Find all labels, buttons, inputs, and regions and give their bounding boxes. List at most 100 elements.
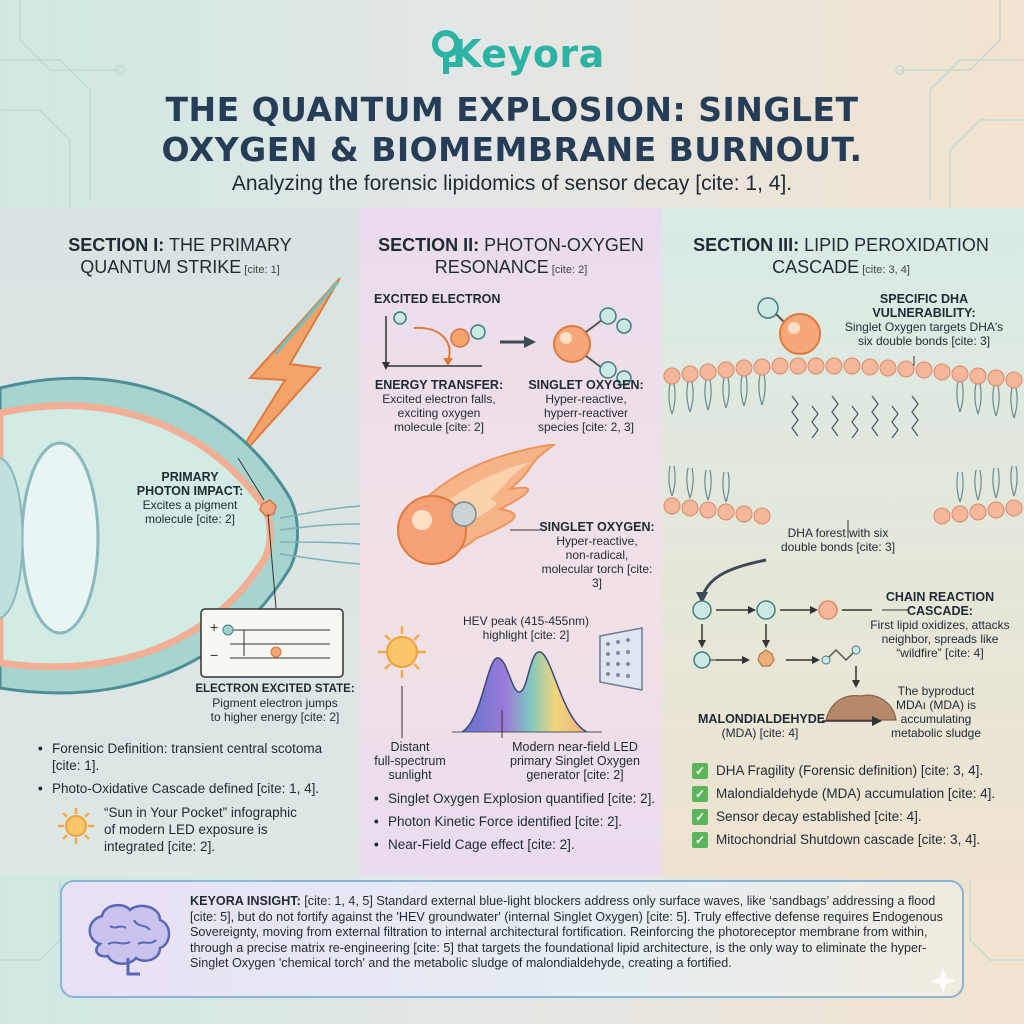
chain-reaction-diagram [692, 558, 908, 721]
mda-head: MALONDIALDEHYDE [698, 712, 826, 726]
lightning-bolt-icon [229, 277, 341, 469]
hev-spectrum-diagram [378, 626, 643, 738]
fireball-torch-icon [397, 444, 556, 565]
photon-impact-body-2: molecule [cite: 2] [144, 512, 236, 526]
check-text: Mitochondrial Shutdown cascade [cite: 3,… [716, 832, 981, 847]
list-item: ✓Mitochondrial Shutdown cascade [cite: 3… [692, 831, 1022, 848]
led-line-1: Modern near-field LED [512, 740, 638, 754]
checkmark-icon: ✓ [692, 808, 708, 825]
chain-body-1: First lipid oxidizes, attacks [870, 618, 1010, 632]
energy-transfer-head: ENERGY TRANSFER: [374, 378, 504, 392]
mda-sludge-icon [825, 694, 897, 721]
chain-reaction-label: CHAIN REACTION CASCADE: First lipid oxid… [860, 590, 1020, 660]
byproduct-line-4: metabolic sludge [890, 726, 982, 740]
dha-body-2: six double bonds [cite: 3] [857, 334, 991, 348]
section-3-cite: [cite: 3, 4] [859, 264, 910, 276]
mda-body: (MDA) [cite: 4] [721, 726, 799, 740]
distant-line-2: full-spectrum [374, 754, 446, 768]
section-3-title-a: LIPID PEROXIDATION [799, 235, 989, 255]
check-text: DHA Fragility (Forensic definition) [cit… [716, 763, 984, 778]
pigment-molecule [259, 499, 277, 517]
dha-vulnerability-label: SPECIFIC DHA VULNERABILITY: Singlet Oxyg… [830, 292, 1018, 348]
section-2-heading: SECTION II: PHOTON-OXYGEN RESONANCE [cit… [366, 234, 656, 281]
section-2-bullets: Singlet Oxygen Explosion quantified [cit… [372, 790, 658, 859]
section-2-title-b: RESONANCE [434, 257, 549, 277]
list-item: Near-Field Cage effect [cite: 2]. [372, 836, 658, 853]
dha-head-2: VULNERABILITY: [872, 306, 976, 320]
singlet-oxygen-body-1b: hyperr-reactiver [543, 406, 629, 420]
section-2-label: SECTION II: [378, 235, 480, 255]
section-3-label: SECTION III: [693, 235, 800, 255]
byproduct-line-2: MDAı (MDA) is [896, 698, 976, 712]
dha-forest-line-1: DHA forest with six [787, 526, 889, 540]
singlet-oxygen-head-2: SINGLET OXYGEN: [539, 520, 655, 534]
dha-forest-label: DHA forest with six double bonds [cite: … [758, 526, 918, 554]
svg-text:−: − [210, 647, 218, 663]
hev-peak-line-1: HEV peak (415-455nm) [462, 614, 590, 628]
distant-sunlight-label: Distant full-spectrum sunlight [370, 740, 450, 782]
section-3-heading: SECTION III: LIPID PEROXIDATION CASCADE … [668, 234, 1014, 281]
section-1-heading: SECTION I: THE PRIMARY QUANTUM STRIKE [c… [20, 234, 340, 281]
check-text: Sensor decay established [cite: 4]. [716, 809, 922, 824]
section-1-panel: SECTION I: THE PRIMARY QUANTUM STRIKE [c… [0, 208, 360, 876]
checkmark-icon: ✓ [692, 785, 708, 802]
list-item: Forensic Definition: transient central s… [36, 740, 336, 774]
led-panel-icon [599, 627, 643, 691]
chain-head-2: CASCADE: [907, 604, 973, 618]
section-3-panel: SECTION III: LIPID PEROXIDATION CASCADE … [662, 208, 1024, 876]
connector-line [510, 529, 540, 531]
chain-body-2: neighbor, spreads like [881, 632, 999, 646]
list-item: ✓ DHA Fragility (Forensic definition) [ci… [692, 762, 1022, 779]
section-1-bullets: Forensic Definition: transient central s… [36, 740, 336, 803]
insight-text: KEYORA INSIGHT: [cite: 1, 4, 5] Standard… [190, 894, 954, 972]
byproduct-line-3: accumulating [900, 712, 972, 726]
electron-excited-head: ELECTRON EXCITED STATE: [195, 683, 355, 695]
check-text: Malondialdehyde (MDA) accumulation [cite… [716, 786, 996, 801]
checkmark-icon: ✓ [692, 762, 708, 779]
singlet-oxygen-body-2a: Hyper-reactive, [556, 534, 638, 548]
section-1-title-b: QUANTUM STRIKE [80, 257, 242, 277]
energy-level-box: + − [200, 608, 344, 678]
sun-in-pocket-note: “Sun in Your Pocket” infographic of mode… [104, 805, 297, 854]
photon-impact-body-1: Excites a pigment [142, 498, 238, 512]
insight-label: KEYORA INSIGHT: [190, 894, 301, 908]
section-2-cite: [cite: 2] [548, 264, 588, 276]
insight-body: [cite: 1, 4, 5] Standard external blue-l… [190, 894, 943, 970]
electron-excited-body-1: Pigment electron jumps [212, 696, 338, 710]
energy-transfer-body-1: Excited electron falls, [382, 392, 496, 406]
mda-label: MALONDIALDEHYDE (MDA) [cite: 4] [698, 712, 826, 740]
singlet-oxygen-body-1c: species [cite: 2, 3] [537, 420, 635, 434]
byproduct-line-1: The byproduct [897, 684, 975, 698]
singlet-oxygen-body-2b: non-radical, [565, 548, 629, 562]
byproduct-label: The byproduct MDAı (MDA) is accumulating… [876, 684, 996, 740]
photon-impact-head-1: PRIMARY [161, 470, 219, 484]
distant-line-3: sunlight [388, 768, 432, 782]
section-1-label: SECTION I: [68, 235, 165, 255]
sparkle-icon [930, 968, 956, 994]
list-item: Singlet Oxygen Explosion quantified [cit… [372, 790, 658, 807]
list-item: ✓ Malondialdehyde (MDA) accumulation [cit… [692, 785, 1022, 802]
lipid-bilayer-diagram [663, 356, 1023, 538]
section-1-title-a: THE PRIMARY [164, 235, 292, 255]
hev-peak-label: HEV peak (415-455nm) highlight [cite: 2] [446, 614, 606, 642]
led-line-3: generator [cite: 2] [526, 768, 624, 782]
distant-sun-icon [378, 626, 426, 678]
energy-transfer-label: ENERGY TRANSFER: Excited electron falls,… [364, 378, 514, 434]
list-item: Photo-Oxidative Cascade defined [cite: 1… [36, 780, 336, 797]
dha-forest-line-2: double bonds [cite: 3] [780, 540, 896, 554]
section-2-panel: SECTION II: PHOTON-OXYGEN RESONANCE [cit… [360, 208, 662, 876]
singlet-oxygen-body-1a: Hyper-reactive, [545, 392, 627, 406]
singlet-oxygen-label-1: SINGLET OXYGEN: Hyper-reactive, hyperr-r… [516, 378, 656, 434]
electron-excited-label: ELECTRON EXCITED STATE: Pigment electron… [195, 682, 355, 724]
singlet-oxygen-label-2: SINGLET OXYGEN: Hyper-reactive, non-radi… [536, 520, 658, 590]
photon-impact-label: PRIMARY PHOTON IMPACT: Excites a pigment… [120, 470, 260, 526]
singlet-oxygen-body-2c: molecular torch [cite: 3] [541, 562, 653, 590]
singlet-oxygen-head-1: SINGLET OXYGEN: [528, 378, 644, 392]
section-1-cite: [cite: 1] [241, 264, 280, 276]
keyora-insight-box: KEYORA INSIGHT: [cite: 1, 4, 5] Standard… [60, 880, 964, 998]
led-line-2: primary Singlet Oxygen [510, 754, 640, 768]
title-line-1: THE QUANTUM EXPLOSION: SINGLET [165, 90, 859, 129]
section-3-title-b: CASCADE [772, 257, 860, 277]
title-line-2: OXYGEN & BIOMEMBRANE BURNOUT. [161, 130, 863, 169]
energy-transfer-body-2: exciting oxygen [397, 406, 481, 420]
